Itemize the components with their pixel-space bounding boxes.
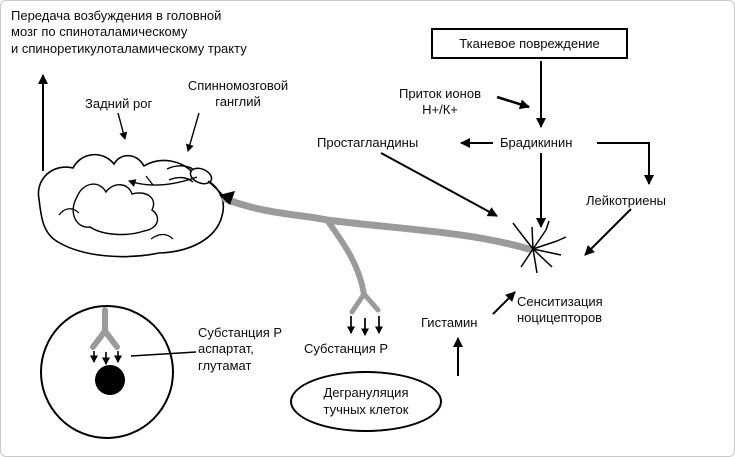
spinal-ganglion-label: Спинномозговой ганглий	[187, 78, 289, 110]
arrow-histamine-to-sensitization	[492, 291, 516, 315]
tissue-damage-label: Тканевое повреждение	[459, 36, 600, 51]
pointer-spinal-ganglion	[185, 112, 200, 152]
tissue-damage-box: Тканевое повреждение	[431, 28, 628, 59]
substance-p-terminal-label: Субстанция Р	[304, 341, 389, 356]
mast-cell-degranulation-oval: Дегрануляция тучных клеток	[290, 371, 442, 432]
title-text: Передача возбуждения в головной мозг по …	[11, 8, 247, 56]
arrow-bradykinin-to-leukotrienes	[597, 142, 654, 185]
substance-p-release-arrows	[347, 316, 383, 336]
bradykinin-label: Брадикинин	[500, 135, 573, 150]
pointer-synapse-label	[130, 351, 197, 357]
arrows	[38, 61, 654, 376]
cord-detail-squiggle-left	[58, 208, 80, 216]
nociceptor-endings	[512, 220, 567, 274]
synapse-inset-terminal	[90, 307, 120, 350]
arrow-ion-influx	[496, 95, 530, 110]
arrow-prostaglandins-to-endings	[380, 152, 498, 217]
neurotransmitter-release-arrows	[90, 351, 122, 365]
leukotrienes-label: Лейкотриены	[586, 193, 666, 208]
postsynaptic-neuron	[95, 365, 125, 395]
dorsal-root-line-lower	[168, 176, 194, 183]
cord-detail-squiggle-right	[150, 233, 174, 240]
histamine-label: Гистамин	[421, 315, 478, 330]
dorsal-horn-label: Задний рог	[85, 96, 153, 111]
nerve-fiber-branch-to-skin	[323, 216, 533, 253]
substance-p-synapse-label: Субстанция Р аспартат, глутамат	[198, 325, 283, 373]
fiber-to-cord-arrowhead	[219, 191, 235, 205]
synapse-inset	[40, 305, 174, 439]
spinal-cord-drawing	[37, 153, 225, 258]
arrow-leukotrienes-to-endings	[584, 208, 632, 256]
nerve-fiber	[90, 195, 533, 350]
prostaglandins-label: Простагландины	[317, 135, 419, 150]
ion-influx-label: Приток ионов Н+/К+	[399, 86, 481, 118]
nerve-fiber-branch-to-terminal	[324, 217, 367, 297]
nerve-fiber-trunk	[221, 195, 331, 224]
mast-cell-degranulation-label: Дегрануляция тучных клеток	[323, 385, 409, 417]
afferent-fiber-in-cord	[128, 176, 198, 187]
nerve-terminal-fork	[349, 291, 381, 315]
afferent-fiber-branch	[145, 175, 154, 186]
synapse-inset-circle	[40, 305, 174, 439]
sensitization-label: Сенситизация ноцицепторов	[517, 294, 603, 326]
pointer-dorsal-horn	[117, 112, 128, 140]
gray-matter-outline	[72, 183, 159, 236]
spinal-ganglion-bulge	[189, 167, 213, 185]
